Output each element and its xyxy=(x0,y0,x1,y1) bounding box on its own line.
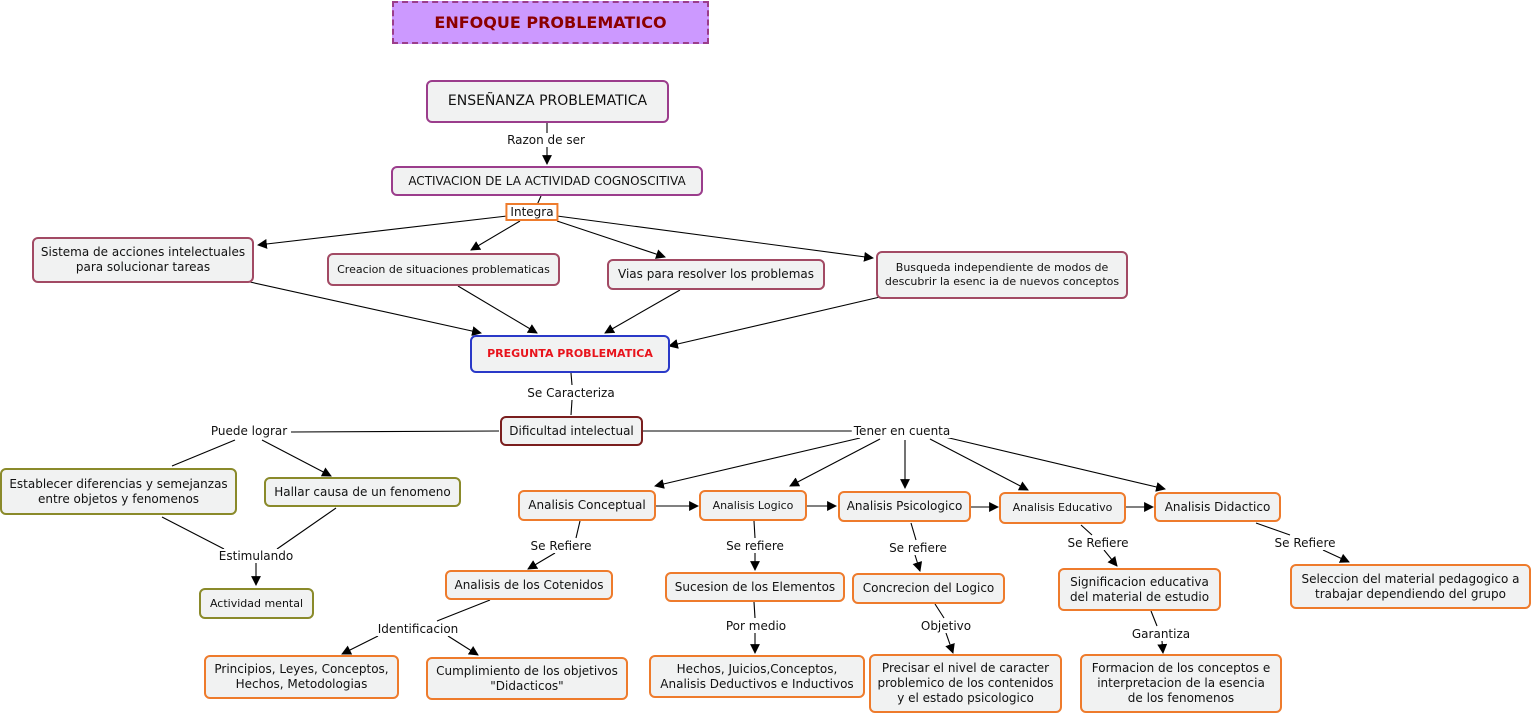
node-activacion[interactable]: ACTIVACION DE LA ACTIVIDAD COGNOSCITIVA xyxy=(391,166,703,196)
node-cumplimiento[interactable]: Cumplimiento de los objetivos "Didactico… xyxy=(426,657,628,700)
link-sucesion-pormedio xyxy=(753,601,756,619)
link-tener-educativo xyxy=(929,438,1029,491)
link-establecer-estimulando xyxy=(161,516,225,550)
link-busqueda-pregunta xyxy=(668,296,881,349)
link-dificultad-puede xyxy=(290,430,500,433)
node-principios[interactable]: Principios, Leyes, Conceptos, Hechos, Me… xyxy=(204,655,399,699)
link-puede-establecer xyxy=(171,439,236,467)
link-label-refiere-psicologico: Se refiere xyxy=(887,541,949,555)
node-psicologico[interactable]: Analisis Psicologico xyxy=(838,491,971,522)
link-didactico-refiere xyxy=(1255,522,1291,536)
link-refiere-seleccion xyxy=(1322,549,1350,563)
node-hallar[interactable]: Hallar causa de un fenomeno xyxy=(264,477,461,507)
link-label-refiere-didactico: Se Refiere xyxy=(1272,536,1338,550)
link-label-garantiza: Garantiza xyxy=(1129,627,1193,641)
node-educativo[interactable]: Analisis Educativo xyxy=(999,492,1126,524)
node-sucesion[interactable]: Sucesion de los Elementos xyxy=(665,572,845,602)
node-didactico[interactable]: Analisis Didactico xyxy=(1154,492,1281,522)
link-integra-creacion xyxy=(470,220,521,251)
node-sistema[interactable]: Sistema de acciones intelectuales para s… xyxy=(32,237,254,283)
link-hallar-estimulando xyxy=(276,507,337,550)
link-tener-conceptual xyxy=(654,437,861,489)
link-objetivo-precisar xyxy=(945,632,955,654)
link-significacion-garantiza xyxy=(1150,610,1158,627)
link-refiere-concrecion xyxy=(912,554,923,572)
link-label-objetivo: Objetivo xyxy=(918,619,974,633)
node-dificultad[interactable]: Dificultad intelectual xyxy=(500,416,643,446)
link-creacion-pregunta xyxy=(457,285,538,334)
link-caracteriza-dificultad xyxy=(570,399,573,416)
link-label-razon: Razon de ser xyxy=(505,133,587,147)
node-significacion[interactable]: Significacion educativa del material de … xyxy=(1058,568,1221,611)
link-concrecion-objetivo xyxy=(934,603,945,619)
link-label-refiere-educativo: Se Refiere xyxy=(1065,536,1131,550)
node-precisar[interactable]: Precisar el nivel de caracter problemico… xyxy=(869,654,1062,713)
link-identificacion-cumplimiento xyxy=(447,635,479,656)
node-seleccion[interactable]: Seleccion del material pedagogico a trab… xyxy=(1290,564,1531,609)
node-creacion[interactable]: Creacion de situaciones problematicas xyxy=(327,253,560,286)
link-label-identificacion: Identificacion xyxy=(375,622,461,636)
link-label-tener: Tener en cuenta xyxy=(851,424,953,438)
link-label-por-medio: Por medio xyxy=(723,619,789,633)
link-label-refiere-logico: Se refiere xyxy=(724,539,786,553)
link-garantiza-formacion xyxy=(1157,640,1168,654)
link-tener-logico xyxy=(789,438,881,487)
link-label-integra: Integra xyxy=(505,203,559,221)
node-cotenidos[interactable]: Analisis de los Cotenidos xyxy=(445,570,613,600)
link-label-caracteriza: Se Caracteriza xyxy=(525,386,617,400)
link-integra-vias xyxy=(556,220,666,259)
link-label-puede: Puede lograr xyxy=(208,424,290,438)
node-pregunta[interactable]: PREGUNTA PROBLEMATICA xyxy=(470,335,670,373)
link-puede-hallar xyxy=(261,439,332,477)
link-refiere-significacion xyxy=(1103,549,1118,567)
link-pregunta-caracteriza xyxy=(570,372,573,386)
link-tener-didactico xyxy=(944,436,1166,492)
link-psicologico-refiere xyxy=(910,522,917,541)
node-actividad[interactable]: Actividad mental xyxy=(199,588,314,619)
node-hechos[interactable]: Hechos, Juicios,Conceptos, Analisis Dedu… xyxy=(649,655,865,698)
node-establecer[interactable]: Establecer diferencias y semejanzas entr… xyxy=(0,468,237,515)
link-label-estimulando: Estimulando xyxy=(216,549,296,563)
node-vias[interactable]: Vias para resolver los problemas xyxy=(607,259,825,290)
link-conceptual-refiere xyxy=(575,520,581,539)
node-concrecion[interactable]: Concrecion del Logico xyxy=(852,573,1005,604)
link-vias-pregunta xyxy=(604,289,681,334)
node-busqueda[interactable]: Busqueda independiente de modos de descu… xyxy=(876,251,1128,299)
node-formacion[interactable]: Formacion de los conceptos e interpretac… xyxy=(1080,654,1282,713)
link-logico-refiere xyxy=(753,520,756,539)
link-refiere-cotenidos xyxy=(527,552,556,570)
node-conceptual[interactable]: Analisis Conceptual xyxy=(518,490,656,521)
link-integra-busqueda xyxy=(556,215,874,262)
map-title: ENFOQUE PROBLEMATICO xyxy=(392,1,709,44)
link-educativo-refiere xyxy=(1080,524,1093,536)
link-label-refiere-conceptual: Se Refiere xyxy=(528,539,594,553)
node-logico[interactable]: Analisis Logico xyxy=(699,490,807,521)
node-ensenanza[interactable]: ENSEÑANZA PROBLEMATICA xyxy=(426,80,669,123)
link-cotenidos-identificacion xyxy=(436,599,491,622)
link-identificacion-principios xyxy=(341,635,379,655)
link-sistema-pregunta xyxy=(249,281,482,336)
link-integra-sistema xyxy=(257,215,508,249)
